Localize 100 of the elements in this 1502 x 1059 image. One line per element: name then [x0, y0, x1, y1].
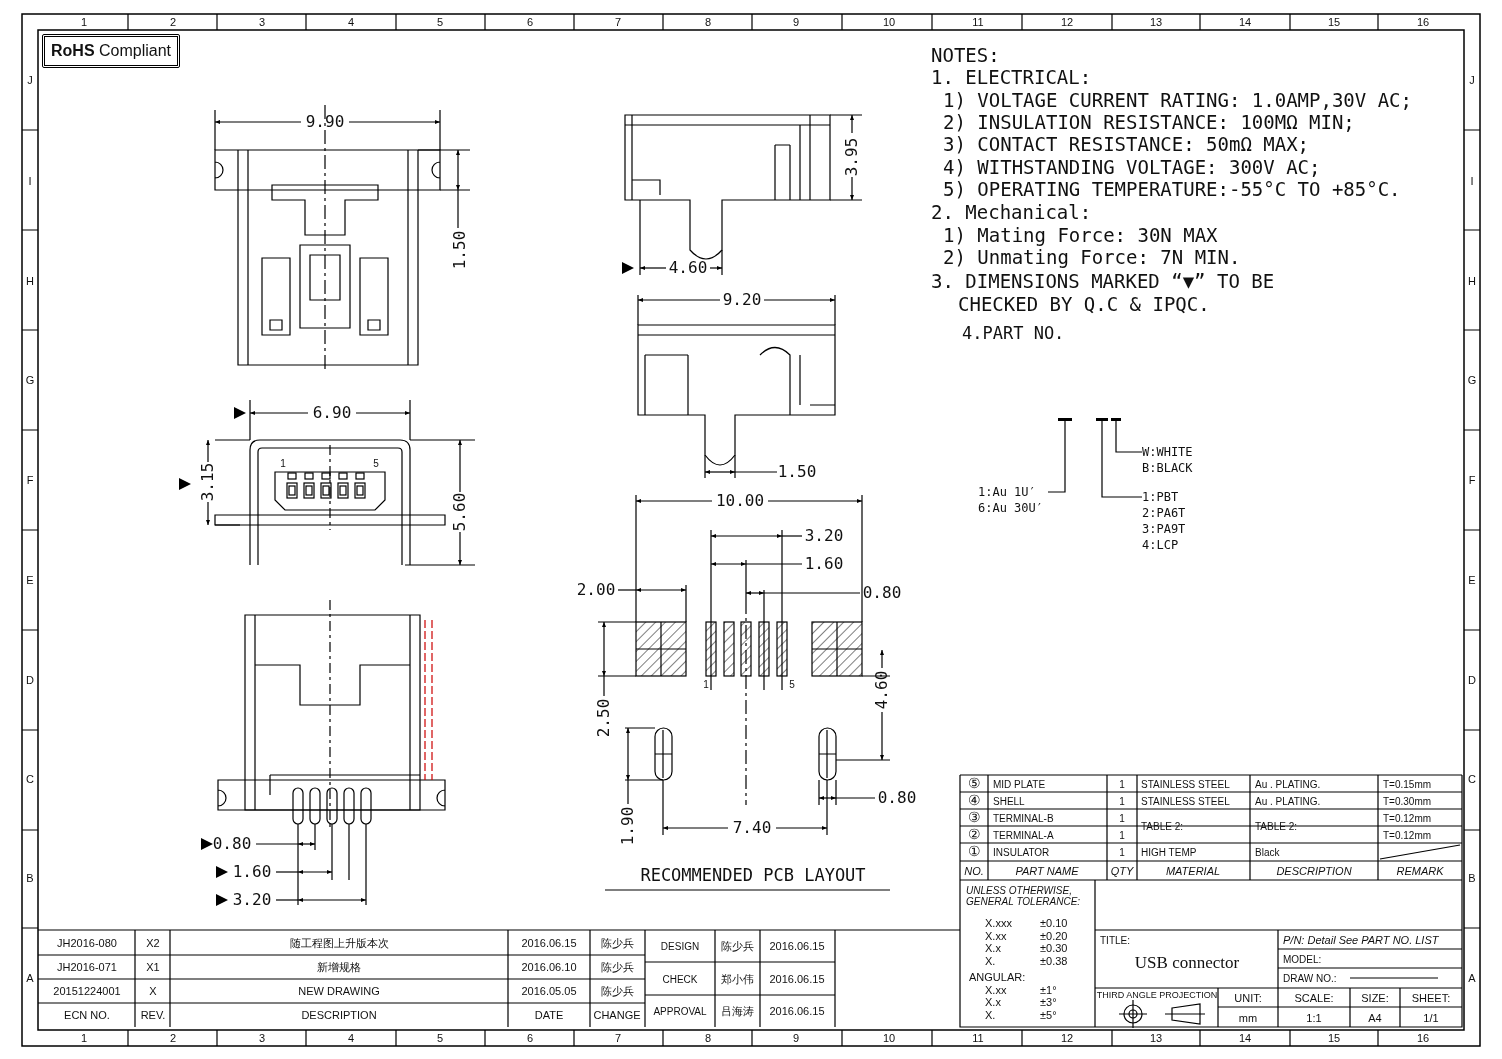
pin-number: 1	[703, 678, 709, 690]
grid-reference: 5	[436, 15, 444, 29]
dimension-value: 1.60	[232, 863, 272, 881]
note-text: 5) OPERATING TEMPERATURE:-55°C TO +85°C.	[943, 178, 1401, 200]
note-text: 1) VOLTAGE CURRENT RATING: 1.0AMP,30V AC;	[943, 89, 1412, 111]
part-name: TERMINAL-B	[993, 812, 1054, 823]
material: TABLE 2:	[1141, 820, 1184, 832]
column-header: DATE	[534, 1008, 564, 1022]
leader-line	[1101, 420, 1143, 498]
tolerance-class: X.x	[985, 995, 1001, 1009]
dimension-value: 1.90	[619, 806, 637, 846]
tolerance-note: UNLESS OTHERWISE, GENERAL TOLERANCE:	[966, 885, 1082, 907]
material: HIGH TEMP	[1141, 846, 1197, 858]
change-description: 随工程图上升版本次	[289, 936, 389, 949]
part-code-option: 1:PBT 2:PA6T 3:PA9T 4:LCP	[1142, 489, 1204, 553]
grid-reference: 2	[169, 15, 177, 29]
field-value: A4	[1368, 1011, 1382, 1025]
grid-reference: I	[28, 174, 32, 188]
tolerance-class: X.xxx	[985, 916, 1012, 930]
grid-reference: G	[25, 373, 35, 387]
leader-line	[1047, 420, 1066, 493]
grid-reference: H	[1468, 274, 1476, 288]
grid-reference: 6	[526, 1031, 534, 1045]
pin-number: 1	[280, 457, 286, 469]
column-header: ECN NO.	[64, 1008, 110, 1022]
pin-number: 5	[789, 678, 795, 690]
remark: T=0.30mm	[1383, 795, 1432, 806]
grid-reference: 10	[882, 1031, 896, 1045]
tolerance-value: ±0.38	[1040, 954, 1068, 968]
note-heading: 4.PART NO.	[962, 323, 1065, 343]
column-header: REV.	[140, 1008, 166, 1022]
grid-reference: 11	[972, 1031, 984, 1045]
grid-reference: 13	[1149, 15, 1163, 29]
grid-reference: 4	[347, 15, 355, 29]
field-value: 1/1	[1423, 1011, 1439, 1025]
grid-reference: 11	[972, 15, 984, 29]
column-header: DESCRIPTION	[301, 1008, 377, 1022]
column-header: PART NAME	[1015, 864, 1079, 877]
ecn-number: JH2016-080	[57, 936, 117, 949]
field-label: DRAW NO.:	[1283, 972, 1337, 984]
signer-name: 陈少兵	[720, 939, 754, 953]
quantity: 1	[1119, 846, 1125, 858]
dimension-value: 2.50	[595, 698, 613, 738]
note-text: 2) Unmating Force: 7N MIN.	[943, 246, 1241, 268]
grid-reference: B	[26, 871, 34, 885]
grid-reference: 12	[1060, 1031, 1074, 1045]
field-label: SIZE:	[1361, 991, 1389, 1005]
revision-number: X2	[146, 936, 160, 949]
grid-reference: 6	[526, 15, 534, 29]
grid-reference: 9	[792, 15, 800, 29]
field-value: mm	[1238, 1011, 1258, 1025]
item-number: ①	[967, 844, 981, 860]
dimension-value: 3.15	[199, 462, 217, 502]
remark: T=0.15mm	[1383, 778, 1432, 789]
grid-reference: 15	[1327, 15, 1341, 29]
field-value: 1:1	[1306, 1011, 1322, 1025]
grid-reference: C	[26, 772, 34, 786]
tolerance-value: ±3°	[1040, 995, 1057, 1009]
revision-number: X	[149, 984, 157, 998]
field-label: SCALE:	[1294, 991, 1334, 1005]
grid-reference: 2	[169, 1031, 177, 1045]
dimension-value: 9.90	[305, 113, 345, 131]
ecn-number: 20151224001	[53, 984, 121, 998]
signer-name: 吕海涛	[720, 1004, 754, 1018]
date: 2016.06.15	[769, 939, 825, 953]
note-text: 2) INSULATION RESISTANCE: 100MΩ MIN;	[943, 111, 1355, 133]
pin-number: 5	[373, 457, 379, 469]
grid-reference: 14	[1238, 15, 1252, 29]
date: 2016.06.15	[521, 936, 577, 949]
grid-reference: B	[1468, 871, 1476, 885]
grid-reference: 13	[1149, 1031, 1163, 1045]
note-text: 3. DIMENSIONS MARKED “▼” TO BE CHECKED BY Q.C & IPQC.	[931, 270, 1276, 316]
description: Au . PLATING.	[1255, 795, 1321, 806]
grid-reference: H	[26, 274, 34, 288]
item-number: ④	[967, 792, 981, 809]
quantity: 1	[1119, 778, 1125, 789]
description: Au . PLATING.	[1255, 778, 1321, 789]
grid-reference: A	[26, 971, 34, 985]
grid-reference: E	[1468, 573, 1476, 587]
role-label: DESIGN	[660, 940, 700, 952]
drawing-title: USB connector	[1134, 953, 1240, 973]
tolerance-value: ±1°	[1040, 983, 1057, 997]
role-label: APPROVAL	[653, 1005, 707, 1017]
grid-reference: 3	[258, 15, 266, 29]
material: STAINLESS STEEL	[1141, 778, 1230, 789]
dimension-value: 6.90	[312, 404, 352, 422]
remark: T=0.12mm	[1383, 812, 1432, 823]
item-number: ③	[967, 809, 981, 826]
quantity: 1	[1119, 795, 1125, 806]
grid-reference: 14	[1238, 1031, 1252, 1045]
tolerance-class: X.xx	[985, 983, 1007, 997]
column-header: QTY	[1110, 864, 1134, 877]
dimension-value: 1.60	[804, 555, 844, 573]
dimension-value: 1.50	[451, 230, 469, 270]
grid-reference: 7	[614, 15, 622, 29]
date: 2016.06.15	[769, 972, 825, 986]
grid-reference: E	[26, 573, 34, 587]
code-position-mark	[1111, 418, 1121, 421]
change-description: NEW DRAWING	[298, 984, 380, 998]
column-header: MATERIAL	[1165, 864, 1221, 877]
